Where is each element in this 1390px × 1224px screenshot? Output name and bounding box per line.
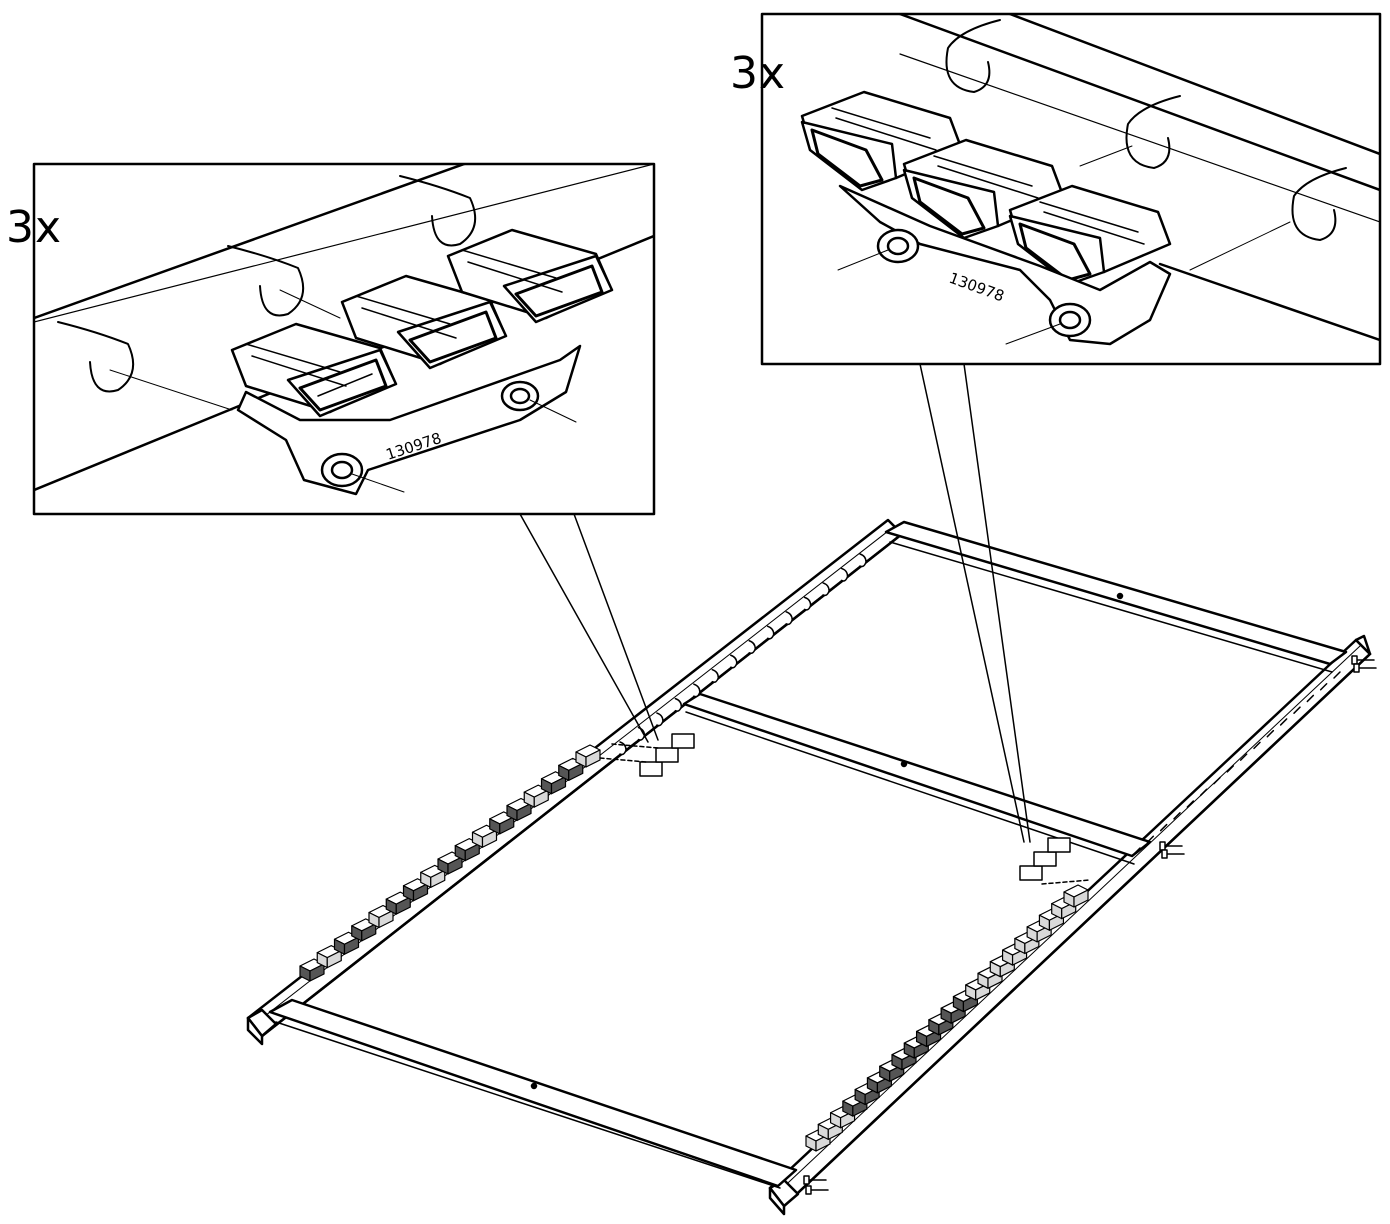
- rail-hook-icon: [57, 321, 135, 393]
- rail-hook-icon: [1186, 800, 1195, 808]
- rail-hook-icon: [1226, 765, 1235, 773]
- holder-base: [236, 344, 582, 496]
- quantity-label: 3x: [730, 48, 787, 99]
- rail-hook-icon: [1146, 835, 1155, 844]
- rail-hook-icon: [1319, 682, 1328, 691]
- screw-icon: [803, 1175, 827, 1185]
- rail-hook-icon: [399, 175, 477, 247]
- rail-hook-icon: [945, 19, 1001, 93]
- screw-icon: [1353, 663, 1377, 673]
- slat-holder-part: [340, 274, 508, 370]
- right-rail-slat-holders: [805, 884, 1089, 1152]
- rail-hook-icon: [803, 596, 812, 611]
- rail-hook-icon: [1159, 823, 1168, 832]
- rail-hook-icon: [1293, 706, 1301, 714]
- rail-hook-icon: [748, 640, 756, 655]
- back-cross-rail: [884, 520, 1348, 673]
- rail-hook-icon: [1213, 776, 1221, 785]
- rail-hook-icon: [656, 712, 664, 727]
- rail-hook-icon: [1291, 167, 1347, 241]
- right-detail-callout: 130978: [760, 12, 1382, 366]
- right-highlight-holder-group: [1019, 837, 1091, 885]
- rail-hook-icon: [1253, 741, 1261, 750]
- rail-hook-icon: [859, 553, 867, 568]
- rail-hook-icon: [674, 697, 683, 712]
- rail-hook-icon: [1199, 788, 1208, 797]
- slat-holder-icon: [575, 744, 601, 768]
- rail-hook-icon: [693, 683, 701, 698]
- right-side-rail: [768, 634, 1372, 1216]
- rail-hook-icon: [227, 245, 305, 317]
- rail-hook-icon: [766, 625, 775, 640]
- rail-hook-icon: [711, 668, 720, 683]
- slat-holder-icon: [965, 977, 991, 1001]
- rail-hook-icon: [1239, 753, 1248, 761]
- slat-holder-part: [1008, 184, 1172, 286]
- slat-holder-icon: [316, 945, 342, 969]
- rail-hook-icon: [785, 611, 793, 626]
- left-rail-slat-holders: [299, 744, 601, 982]
- rail-hook-icon: [822, 582, 830, 597]
- screw-icon: [805, 1185, 829, 1195]
- slat-holder-part: [230, 322, 398, 418]
- middle-cross-rail: [682, 692, 1152, 865]
- rail-hook-icon: [1133, 847, 1141, 855]
- rail-hook-icon: [1279, 718, 1288, 726]
- screw-icon: [1159, 841, 1183, 851]
- bed-frame: [246, 518, 1372, 1216]
- rail-hook-icon: [1266, 729, 1275, 738]
- left-highlight-holder-group: [599, 733, 695, 777]
- holder-base: [838, 184, 1172, 346]
- rail-hook-icon: [730, 654, 738, 669]
- rail-hook-icon: [1125, 95, 1181, 169]
- front-cross-rail: [268, 998, 798, 1189]
- left-detail-callout: 130978: [32, 162, 656, 516]
- slat-holder-part: [446, 228, 614, 324]
- slat-holder-icon: [1063, 884, 1089, 908]
- screws: [803, 655, 1377, 1195]
- left-side-rail: [246, 518, 904, 1046]
- rail-hook-icon: [1306, 694, 1315, 703]
- rail-hook-icon: [1173, 812, 1181, 820]
- screw-icon: [1161, 849, 1185, 859]
- rail-hook-icon: [1333, 671, 1341, 679]
- rail-hook-icon: [840, 567, 849, 582]
- quantity-label: 3x: [6, 202, 63, 253]
- callout-pointers: [519, 363, 1031, 843]
